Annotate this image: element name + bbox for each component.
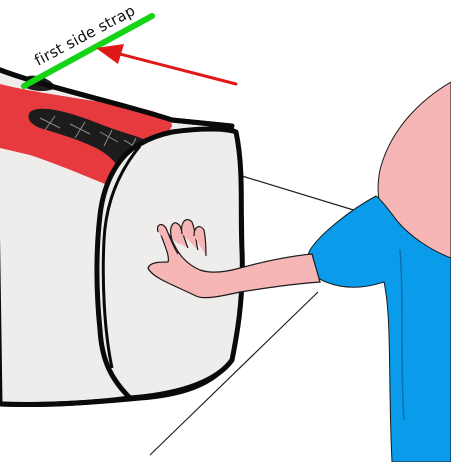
perspective-line-upper	[242, 176, 360, 212]
arrow-icon	[96, 44, 236, 84]
